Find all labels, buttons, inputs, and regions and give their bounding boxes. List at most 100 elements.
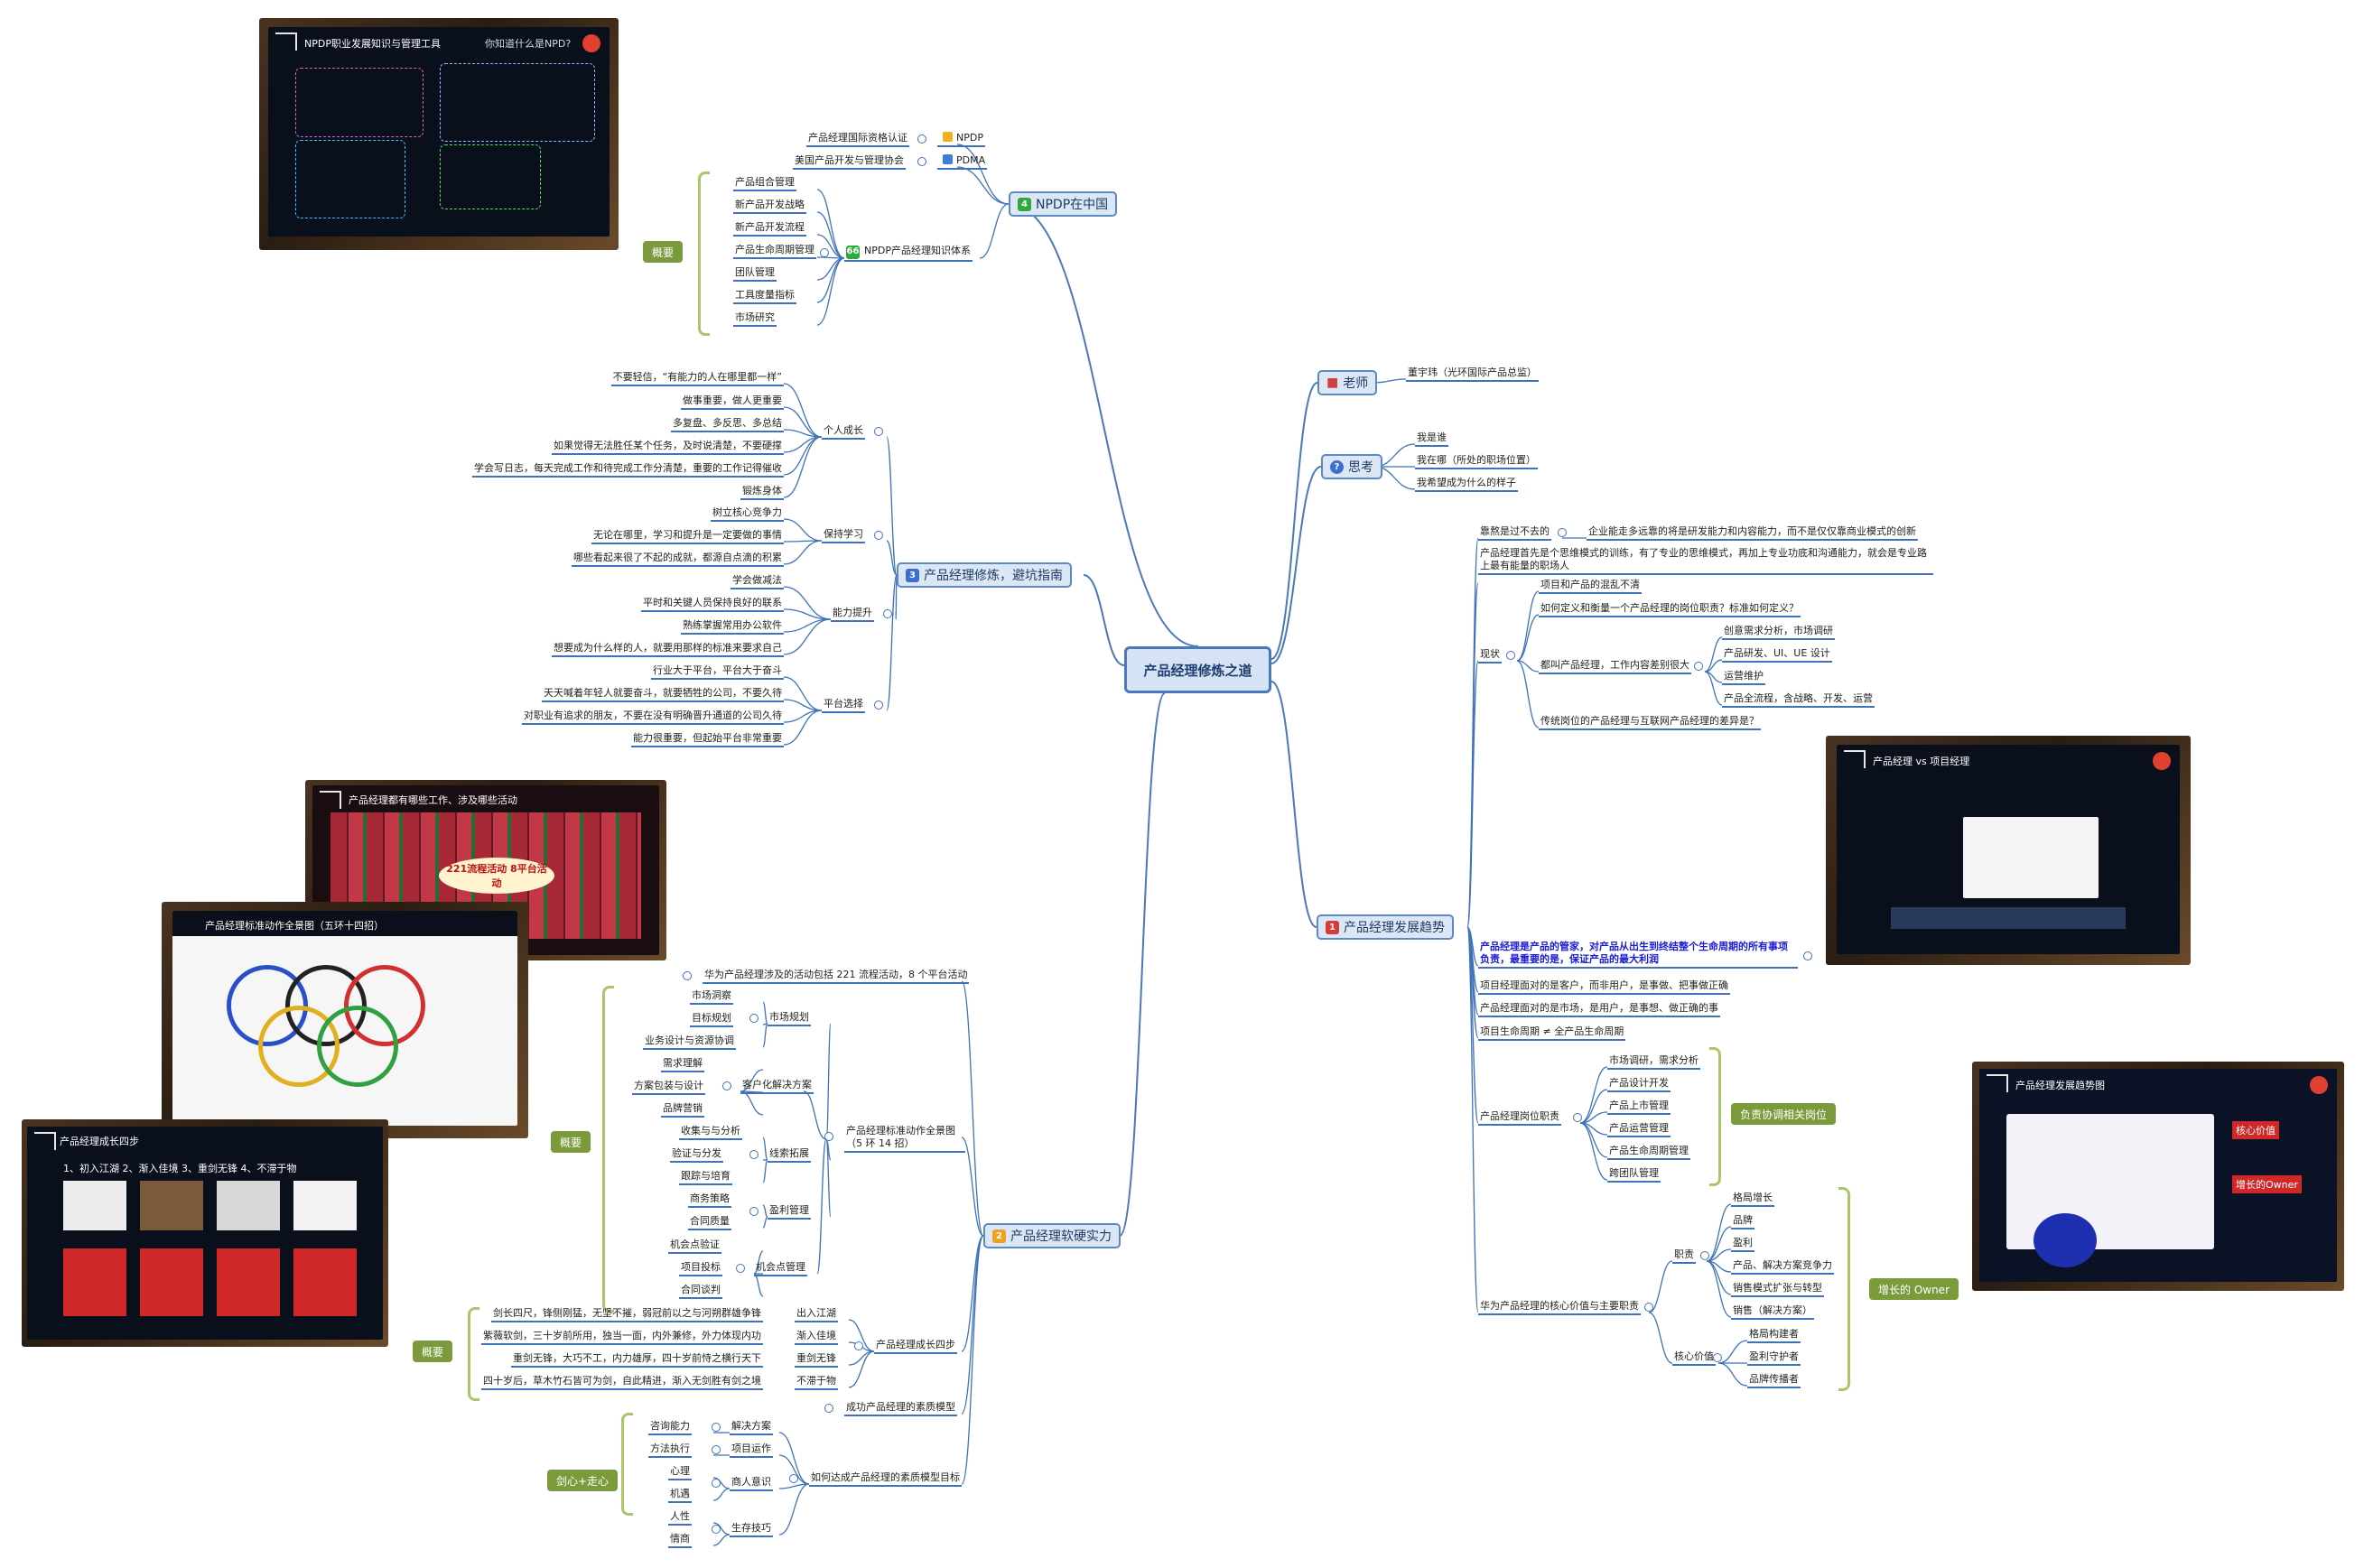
collapse-toggle[interactable]: [712, 1479, 721, 1488]
resp-item[interactable]: 盈利: [1731, 1237, 1754, 1252]
target-group-label[interactable]: 生存技巧: [730, 1522, 773, 1537]
trend-n5[interactable]: 项目生命周期 ≠ 全产品生命周期: [1478, 1025, 1626, 1041]
guide-group-label[interactable]: 个人成长: [822, 424, 865, 440]
guide-item[interactable]: 学会写日志，每天完成工作和待完成工作分清楚，重要的工作记得催收: [472, 462, 784, 478]
status-item-4[interactable]: 传统岗位的产品经理与互联网产品经理的差异是？: [1539, 715, 1761, 730]
collapse-toggle[interactable]: [712, 1525, 721, 1534]
guide-item[interactable]: 不要轻信，“有能力的人在哪里都一样”: [610, 371, 784, 386]
collapse-toggle[interactable]: [874, 531, 883, 540]
npdp-tag-node[interactable]: NPDP: [937, 132, 985, 147]
ring-item[interactable]: 需求理解: [661, 1057, 704, 1072]
ring-item[interactable]: 验证与分发: [670, 1147, 723, 1163]
panorama-summary[interactable]: 概要: [551, 1131, 591, 1153]
collapse-toggle[interactable]: [874, 427, 883, 436]
growth-step-text[interactable]: 四十岁后，草木竹石皆可为剑，自此精进，渐入无剑胜有剑之境: [481, 1375, 763, 1390]
target-item[interactable]: 方法执行: [648, 1443, 692, 1458]
branch-teacher[interactable]: ■ 老师: [1317, 370, 1378, 395]
resp-item[interactable]: 格局增长: [1731, 1192, 1774, 1207]
resp-item[interactable]: 销售（解决方案）: [1731, 1304, 1814, 1320]
target-group-label[interactable]: 项目运作: [730, 1443, 773, 1458]
think-item-3[interactable]: 我希望成为什么的样子: [1415, 477, 1518, 492]
collapse-toggle[interactable]: [917, 135, 926, 144]
collapse-toggle[interactable]: [1700, 1251, 1709, 1260]
npdp-system-item[interactable]: 产品生命周期管理: [733, 244, 816, 259]
target-group-label[interactable]: 解决方案: [730, 1420, 773, 1435]
guide-item[interactable]: 熟练掌握常用办公软件: [681, 619, 784, 635]
resp-item[interactable]: 产品、解决方案竞争力: [1731, 1259, 1834, 1275]
npdp-system-item[interactable]: 工具度量指标: [733, 289, 796, 304]
collapse-toggle[interactable]: [1558, 528, 1567, 537]
target-summary[interactable]: 剑心+走心: [547, 1470, 619, 1491]
ring-item[interactable]: 目标规划: [690, 1012, 733, 1027]
target-item[interactable]: 咨询能力: [648, 1420, 692, 1435]
collapse-toggle[interactable]: [712, 1423, 721, 1432]
trend-status[interactable]: 现状: [1478, 648, 1502, 663]
duty-item[interactable]: 跨团队管理: [1607, 1167, 1661, 1183]
trend-n3[interactable]: 项目经理面对的是客户，而非用户，是事做、把事做正确: [1478, 979, 1730, 995]
guide-group-label[interactable]: 保持学习: [822, 528, 865, 543]
collapse-toggle[interactable]: [1803, 951, 1812, 960]
duty-item[interactable]: 产品设计开发: [1607, 1077, 1671, 1092]
trend-n2[interactable]: 产品经理首先是个思维模式的训练，有了专业的思维模式，再加上专业功底和沟通能力，就…: [1478, 547, 1933, 575]
huawei-resp[interactable]: 职责: [1672, 1248, 1696, 1264]
branch-soft-hard[interactable]: 2 产品经理软硬实力: [983, 1223, 1121, 1248]
duty-item[interactable]: 市场调研，需求分析: [1607, 1054, 1700, 1070]
owner-summary[interactable]: 增长的 Owner: [1869, 1278, 1959, 1300]
guide-item[interactable]: 做事重要，做人更重要: [681, 394, 784, 410]
root-topic[interactable]: 产品经理修炼之道: [1124, 646, 1271, 693]
guide-item[interactable]: 行业大于平台，平台大于奋斗: [651, 664, 784, 680]
soft-model[interactable]: 成功产品经理的素质模型: [844, 1401, 957, 1416]
growth-step-label[interactable]: 不滞于物: [795, 1375, 838, 1390]
ring-label[interactable]: 客户化解决方案: [740, 1079, 814, 1094]
soft-target[interactable]: 如何达成产品经理的素质模型目标: [809, 1471, 962, 1487]
guide-item[interactable]: 对职业有追求的朋友，不要在没有明确晋升通道的公司久待: [522, 710, 784, 725]
collapse-toggle[interactable]: [722, 1081, 731, 1090]
soft-growth[interactable]: 产品经理成长四步: [874, 1339, 957, 1354]
guide-item[interactable]: 平时和关键人员保持良好的联系: [641, 597, 784, 612]
ring-label[interactable]: 盈利管理: [768, 1204, 811, 1220]
guide-group-label[interactable]: 能力提升: [831, 607, 874, 622]
collapse-toggle[interactable]: [874, 700, 883, 710]
diff-item-2[interactable]: 产品研发、UI、UE 设计: [1722, 647, 1832, 663]
ring-item[interactable]: 商务策略: [688, 1192, 731, 1208]
growth-step-text[interactable]: 剑长四尺，锋侧刚猛，无坚不摧，弱冠前以之与河朔群雄争锋: [491, 1307, 763, 1322]
collapse-toggle[interactable]: [749, 1207, 759, 1216]
collapse-toggle[interactable]: [824, 1404, 833, 1413]
collapse-toggle[interactable]: [854, 1341, 863, 1350]
guide-item[interactable]: 多复盘、多反思、多总结: [671, 417, 784, 432]
guide-item[interactable]: 学会做减法: [731, 574, 784, 589]
trend-huawei[interactable]: 华为产品经理的核心价值与主要职责: [1478, 1300, 1641, 1315]
target-item[interactable]: 心理: [668, 1465, 692, 1480]
duty-item[interactable]: 产品生命周期管理: [1607, 1145, 1690, 1160]
core-item[interactable]: 盈利守护者: [1747, 1350, 1801, 1366]
target-item[interactable]: 机遇: [668, 1488, 692, 1503]
collapse-toggle[interactable]: [917, 157, 926, 166]
resp-item[interactable]: 品牌: [1731, 1214, 1754, 1229]
guide-item[interactable]: 哪些看起来很了不起的成就，都源自点滴的积累: [572, 552, 784, 567]
trend-highlight[interactable]: 产品经理是产品的管家，对产品从出生到终结整个生命周期的所有事项负责，最重要的是，…: [1478, 941, 1798, 969]
npdp-system-item[interactable]: 市场研究: [733, 311, 777, 327]
ring-item[interactable]: 市场洞察: [690, 989, 733, 1005]
ring-label[interactable]: 线索拓展: [768, 1147, 811, 1163]
branch-think[interactable]: ? 思考: [1321, 454, 1382, 479]
status-item-1[interactable]: 项目和产品的混乱不清: [1539, 579, 1642, 594]
guide-item[interactable]: 树立核心竞争力: [711, 506, 784, 522]
npdp-system-item[interactable]: 新产品开发战略: [733, 199, 806, 214]
collapse-toggle[interactable]: [712, 1445, 721, 1454]
growth-step-label[interactable]: 渐入佳境: [795, 1330, 838, 1345]
ring-item[interactable]: 跟踪与培育: [679, 1170, 732, 1185]
guide-item[interactable]: 无论在哪里，学习和提升是一定要做的事情: [591, 529, 784, 544]
collapse-toggle[interactable]: [1713, 1353, 1722, 1362]
think-item-1[interactable]: 我是谁: [1415, 431, 1448, 447]
collapse-toggle[interactable]: [1644, 1303, 1653, 1312]
collapse-toggle[interactable]: [683, 971, 692, 980]
branch-trend[interactable]: 1 产品经理发展趋势: [1317, 914, 1454, 940]
trend-duty[interactable]: 产品经理岗位职责: [1478, 1110, 1561, 1126]
branch-npdp-china[interactable]: 4 NPDP在中国: [1009, 191, 1118, 217]
guide-item[interactable]: 能力很重要，但起始平台非常重要: [631, 732, 784, 747]
soft-panorama[interactable]: 产品经理标准动作全景图（5 环 14 招）: [844, 1125, 965, 1153]
collapse-toggle[interactable]: [820, 248, 829, 257]
target-item[interactable]: 情商: [668, 1533, 692, 1548]
duty-item[interactable]: 产品上市管理: [1607, 1099, 1671, 1115]
